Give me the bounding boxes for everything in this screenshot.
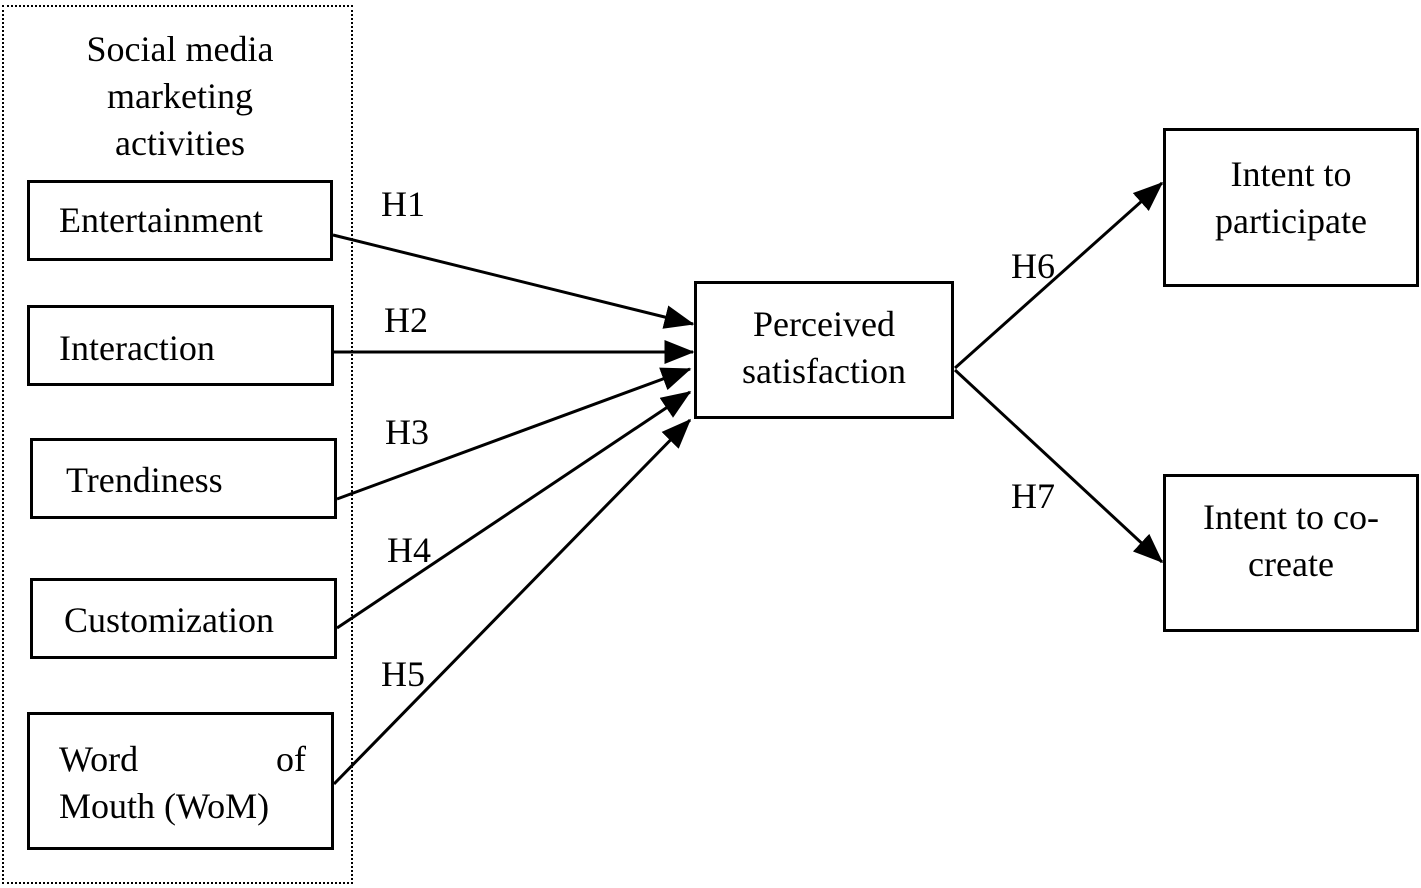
arrow-h1 [332, 233, 695, 329]
hypothesis-label-h3: H3 [385, 412, 429, 452]
node-wom-line-1: Word of [59, 736, 306, 783]
node-entertainment: Entertainment [27, 180, 333, 261]
hypothesis-label-h7: H7 [1011, 476, 1055, 516]
node-ps-line-1: Perceived [753, 304, 895, 344]
arrow-h6 [954, 181, 1164, 370]
arrow-h7 [953, 368, 1164, 564]
node-itp-label: Intent to participate [1166, 131, 1416, 245]
node-intent-to-participate: Intent to participate [1163, 128, 1419, 287]
hypothesis-label-h6: H6 [1011, 246, 1055, 286]
smma-group-title: Social media marketing activities [10, 26, 350, 167]
hypothesis-label-h1: H1 [381, 184, 425, 224]
smma-group-box [2, 5, 353, 884]
node-itc-line-2: create [1248, 544, 1334, 584]
node-wom-word-of: of [276, 739, 306, 779]
node-itp-line-1: Intent to [1230, 154, 1352, 194]
node-entertainment-label: Entertainment [59, 200, 263, 240]
node-ps-label: Perceived satisfaction [697, 284, 951, 395]
group-title-line-2: marketing [107, 76, 253, 116]
node-itc-label: Intent to co- create [1166, 477, 1416, 588]
arrow-h5 [332, 418, 692, 786]
node-wom-word-word: Word [59, 739, 139, 779]
arrow-h4 [336, 390, 692, 630]
hypothesis-label-h4: H4 [387, 530, 431, 570]
node-ps-line-2: satisfaction [742, 351, 906, 391]
node-itp-line-2: participate [1215, 201, 1367, 241]
node-interaction-label: Interaction [59, 328, 215, 368]
node-customization-label: Customization [64, 600, 274, 640]
node-customization: Customization [30, 578, 337, 659]
node-trendiness: Trendiness [30, 438, 337, 519]
node-trendiness-label: Trendiness [66, 460, 223, 500]
node-wom-line-2: Mouth (WoM) [59, 786, 270, 826]
group-title-line-1: Social media [86, 29, 274, 69]
node-perceived-satisfaction: Perceived satisfaction [694, 281, 954, 419]
node-word-of-mouth: Word of Mouth (WoM) [27, 712, 334, 850]
hypothesis-label-h2: H2 [384, 300, 428, 340]
hypothesis-label-h5: H5 [381, 654, 425, 694]
node-intent-to-cocreate: Intent to co- create [1163, 474, 1419, 632]
node-itc-line-1: Intent to co- [1203, 497, 1379, 537]
group-title-line-3: activities [115, 123, 245, 163]
node-interaction: Interaction [27, 305, 334, 386]
arrow-h3 [336, 367, 692, 501]
